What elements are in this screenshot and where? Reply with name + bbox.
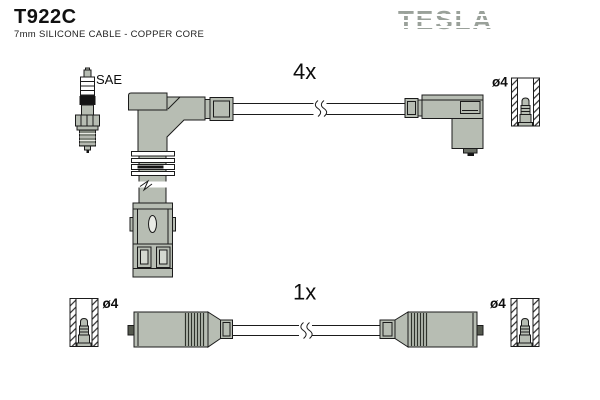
- bottom-left-terminal-diameter-label: ø4: [103, 296, 119, 311]
- terminal-cup-icon: [511, 77, 540, 127]
- terminal-cup-icon: [69, 298, 99, 347]
- terminal-cup-icon: [510, 298, 540, 347]
- sae-label: SAE: [96, 72, 122, 87]
- cable-break-icon: [134, 179, 171, 192]
- top-terminal-diameter-label: ø4: [492, 75, 508, 90]
- bottom-right-connector: [379, 311, 484, 348]
- part-number: T922C: [14, 6, 77, 28]
- cable-break-icon: [313, 100, 328, 118]
- top-cable-assembly: SAE 4x: [75, 59, 540, 278]
- top-quantity-label: 4x: [293, 59, 316, 84]
- tesla-logo: TESLA: [395, 5, 507, 35]
- cable-break-icon: [299, 322, 313, 339]
- top-left-elbow-connector: [128, 92, 234, 278]
- bottom-left-connector: [127, 311, 233, 348]
- logo-stripe: [395, 14, 507, 16]
- product-subtitle: 7mm SILICONE CABLE - COPPER CORE: [14, 29, 205, 40]
- top-right-connector: [404, 94, 484, 156]
- bottom-right-terminal-diameter-label: ø4: [490, 296, 506, 311]
- logo-stripe: [395, 20, 507, 22]
- bottom-cable-assembly: ø4 1x: [69, 280, 540, 348]
- bottom-cable-wire: [232, 322, 380, 339]
- top-cable-wire: [233, 100, 405, 118]
- spark-plug-icon: [75, 67, 100, 153]
- logo-stripe: [395, 26, 507, 28]
- bottom-quantity-label: 1x: [293, 280, 316, 305]
